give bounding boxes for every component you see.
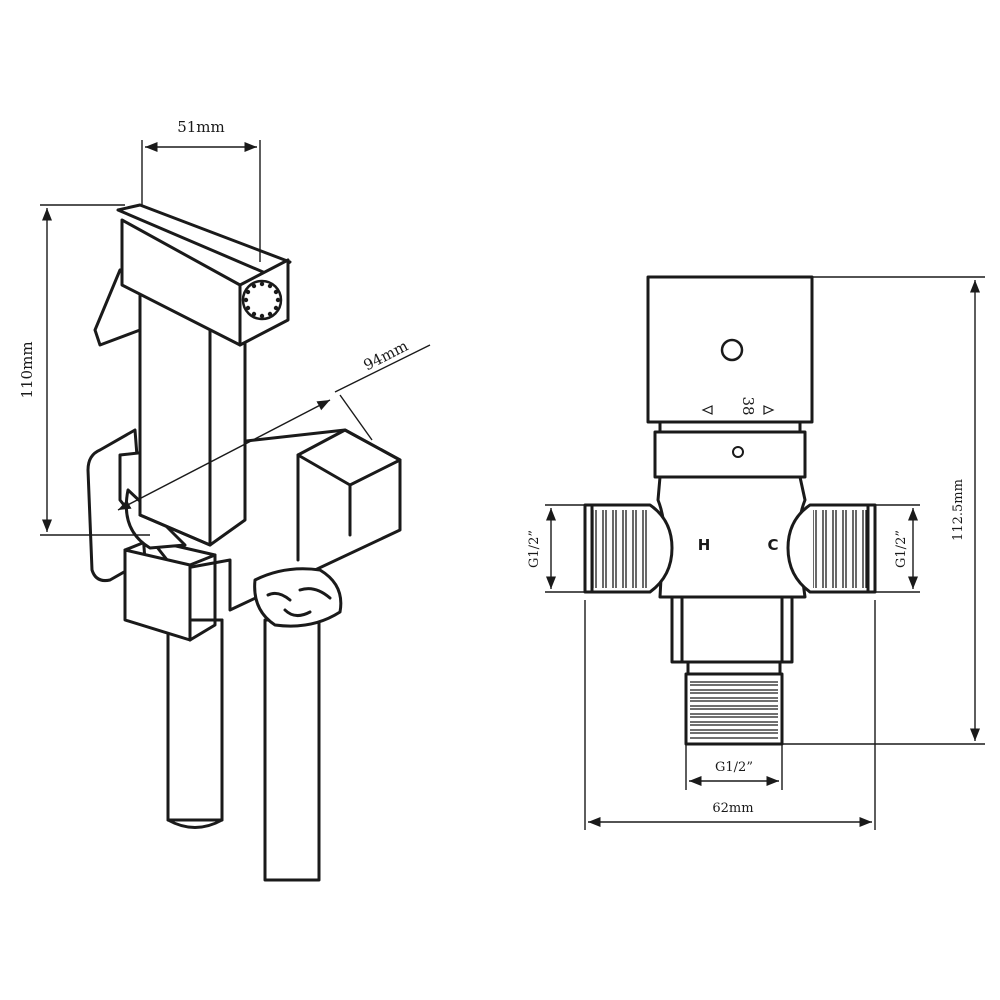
valve-body <box>656 475 807 599</box>
dimension-height-110: 110mm <box>18 204 150 536</box>
right-hose <box>263 618 321 882</box>
valve-cap: 38 <box>646 275 814 424</box>
cold-inlet-thread <box>786 503 877 594</box>
nozzle-face <box>241 279 283 321</box>
hot-inlet-thread <box>583 503 674 594</box>
dimension-height-112: 112.5mm <box>782 276 985 745</box>
cold-mark: C <box>767 536 778 554</box>
collar-dot <box>732 446 744 458</box>
width-label: 51mm <box>177 118 225 136</box>
valve-height-label: 112.5mm <box>951 479 966 541</box>
dimension-bottom-thread: G1/2” <box>685 744 783 790</box>
depth-label: 94mm <box>360 337 411 375</box>
outlet-body <box>670 595 794 676</box>
dimension-right-thread: G1/2” <box>875 504 920 593</box>
dimension-width-62: 62mm <box>584 600 876 830</box>
right-thread-label: G1/2” <box>894 530 909 568</box>
sprayer-head <box>116 203 292 347</box>
arrow-right-icon <box>763 405 775 415</box>
bottom-thread-label: G1/2” <box>715 760 753 775</box>
left-hose <box>166 618 224 829</box>
hot-mark: H <box>698 536 711 554</box>
valve-collar <box>653 420 807 479</box>
bidet-sprayer-drawing: 51mm 110mm 94mm <box>18 118 431 882</box>
dimension-left-thread: G1/2” <box>527 504 585 593</box>
arrow-left-icon <box>701 405 713 415</box>
valve-width-label: 62mm <box>712 801 753 816</box>
mixing-valve-drawing: 38 H C <box>527 275 985 830</box>
outlet-thread <box>684 672 784 746</box>
cap-screw-hole <box>720 338 744 362</box>
dimension-width-51: 51mm <box>141 118 261 262</box>
hose-nut <box>253 567 343 628</box>
left-thread-label: G1/2” <box>527 530 542 568</box>
height-label: 110mm <box>18 341 36 398</box>
temperature-mark: 38 <box>739 396 757 415</box>
